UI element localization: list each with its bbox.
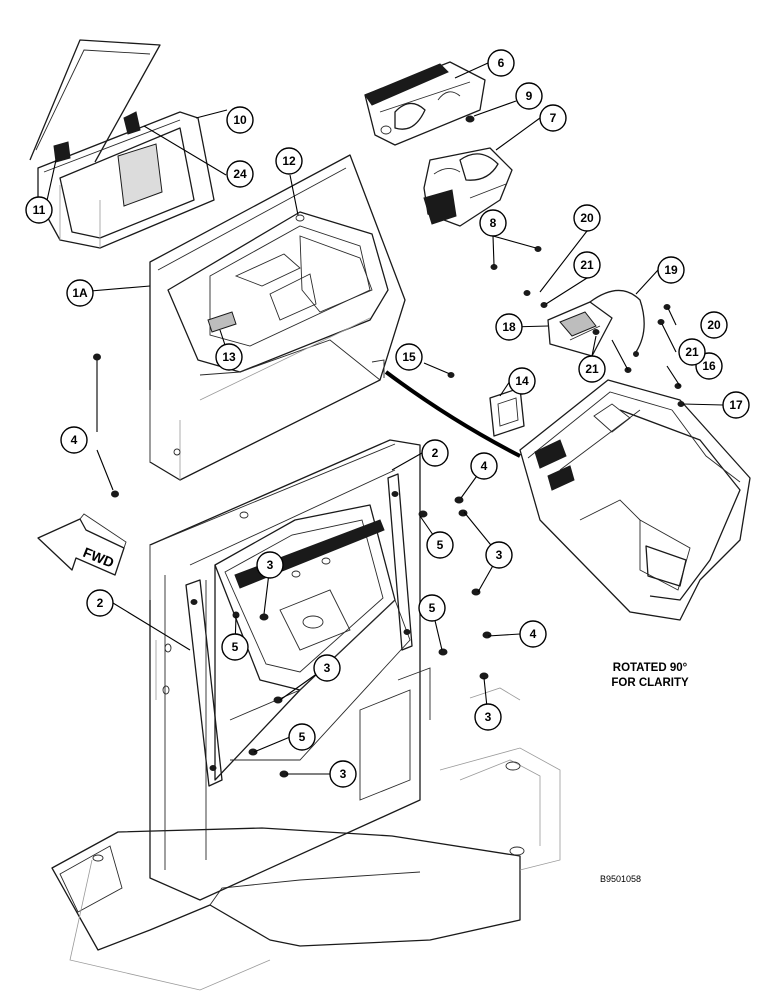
callout-label: 13 xyxy=(222,350,236,364)
callout-3-c: 3 xyxy=(313,654,341,682)
callout-label: 20 xyxy=(580,211,594,225)
fwd-label: FWD xyxy=(81,544,117,571)
drawing-reference: B9501058 xyxy=(600,874,641,884)
callout-13: 13 xyxy=(215,343,243,371)
callout-label: 9 xyxy=(526,89,533,103)
callout-label: 21 xyxy=(685,345,699,359)
callout-label: 6 xyxy=(498,56,505,70)
callout-label: 2 xyxy=(97,596,104,610)
callout-5-b: 5 xyxy=(221,633,249,661)
callout-label: 4 xyxy=(530,627,537,641)
steering-cover-upper xyxy=(364,61,486,146)
callout-label: 11 xyxy=(33,203,46,217)
callout-label: 8 xyxy=(490,216,497,230)
callout-3-b: 3 xyxy=(485,541,513,569)
callout-label: 10 xyxy=(233,113,247,127)
callout-17: 17 xyxy=(722,391,750,419)
rotation-note-line1: ROTATED 90° xyxy=(613,662,688,674)
callout-label: 3 xyxy=(496,548,503,562)
bracket-14 xyxy=(489,387,525,437)
callout-1A: 1A xyxy=(66,279,94,307)
harness-19 xyxy=(589,289,645,357)
floor-frame xyxy=(51,687,561,991)
console-shroud xyxy=(149,154,406,481)
callout-3-e: 3 xyxy=(329,760,357,788)
callout-label: 3 xyxy=(324,661,331,675)
switch-bracket-18 xyxy=(547,301,613,357)
console-frame xyxy=(149,439,431,901)
callout-label: 3 xyxy=(485,710,492,724)
callout-label: 5 xyxy=(437,538,444,552)
callout-label: 4 xyxy=(481,459,488,473)
callout-label: 21 xyxy=(585,362,599,376)
callout-3-d: 3 xyxy=(474,703,502,731)
callout-label: 19 xyxy=(664,263,678,277)
callout-4-c: 4 xyxy=(519,620,547,648)
callout-label: 4 xyxy=(71,433,78,447)
callout-10: 10 xyxy=(226,106,254,134)
callout-2-right: 2 xyxy=(421,439,449,467)
callout-14: 14 xyxy=(508,367,536,395)
fwd-arrow: FWD xyxy=(37,513,127,576)
callout-8: 8 xyxy=(479,209,507,237)
callout-3-a: 3 xyxy=(256,551,284,579)
callout-label: 14 xyxy=(515,374,529,388)
callout-21-c: 21 xyxy=(578,355,606,383)
callout-4-b: 4 xyxy=(470,452,498,480)
callout-7: 7 xyxy=(539,104,567,132)
callout-6: 6 xyxy=(487,49,515,77)
callout-2-left: 2 xyxy=(86,589,114,617)
callout-label: 5 xyxy=(232,640,239,654)
callout-label: 7 xyxy=(550,111,557,125)
callout-19: 19 xyxy=(657,256,685,284)
callout-5-c: 5 xyxy=(418,594,446,622)
callout-label: 18 xyxy=(502,320,516,334)
callout-4-a: 4 xyxy=(60,426,88,454)
callout-21-b: 21 xyxy=(678,338,706,366)
callout-label: 21 xyxy=(580,258,594,272)
callout-label: 3 xyxy=(340,767,347,781)
callout-label: 17 xyxy=(729,398,743,412)
callout-24: 24 xyxy=(226,160,254,188)
callout-15: 15 xyxy=(395,343,423,371)
storage-box xyxy=(29,39,215,249)
callout-label: 16 xyxy=(702,359,716,373)
callout-9: 9 xyxy=(515,82,543,110)
callout-18: 18 xyxy=(495,313,523,341)
callout-label: 12 xyxy=(282,154,296,168)
callout-11: 11 xyxy=(25,196,53,224)
callout-5-d: 5 xyxy=(288,723,316,751)
callout-label: 20 xyxy=(707,318,721,332)
callout-label: 3 xyxy=(267,558,274,572)
callout-12: 12 xyxy=(275,147,303,175)
leader-lines xyxy=(45,62,724,775)
callout-label: 5 xyxy=(299,730,306,744)
callout-label: 24 xyxy=(233,167,247,181)
callout-label: 1A xyxy=(72,286,88,300)
callout-label: 2 xyxy=(432,446,439,460)
callout-label: 5 xyxy=(429,601,436,615)
steering-housing-lower xyxy=(423,147,513,227)
callout-20-a: 20 xyxy=(573,204,601,232)
callout-20-b: 20 xyxy=(700,311,728,339)
callout-21-a: 21 xyxy=(573,251,601,279)
callout-5-a: 5 xyxy=(426,531,454,559)
rotation-note-line2: FOR CLARITY xyxy=(611,677,689,689)
callout-label: 15 xyxy=(402,350,416,364)
right-console-assembly xyxy=(384,370,751,621)
